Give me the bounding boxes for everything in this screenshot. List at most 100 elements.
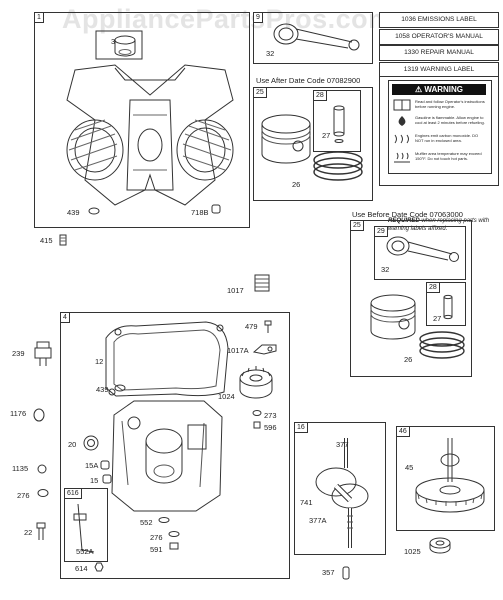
group-tag-25-before: 25: [350, 220, 364, 231]
label-45: 45: [405, 463, 414, 472]
nut-part-614[interactable]: [93, 562, 105, 572]
group-tag-29: 29: [374, 226, 388, 237]
repair-manual-item[interactable]: 1330 REPAIR MANUAL: [379, 45, 499, 61]
part-group-box-25-after: [253, 87, 373, 201]
part-group-box-28-before: [426, 282, 466, 326]
plug-part-439-bottom[interactable]: [114, 384, 126, 392]
part-group-box-616: [64, 488, 108, 562]
warning-row-3: Engines emit carbon monoxide. DO NOT run…: [415, 133, 479, 143]
piston-rings-26-after[interactable]: [310, 150, 366, 186]
label-591: 591: [150, 545, 163, 554]
label-239: 239: [12, 349, 25, 358]
part-group-box-4: [60, 312, 290, 579]
screw-part-479[interactable]: [263, 320, 273, 334]
warning-heading-text: WARNING: [424, 85, 464, 94]
warning-label-item[interactable]: 1319 WARNING LABEL ⚠ WARNING Read and fo…: [379, 62, 499, 232]
washer-part-552[interactable]: [158, 516, 170, 524]
group-tag-4: 4: [60, 312, 70, 323]
part-group-box-46: [396, 426, 495, 531]
plug-part-1135[interactable]: [37, 464, 47, 474]
group-tag-28-before: 28: [426, 282, 440, 293]
label-26-before: 26: [404, 355, 413, 364]
label-718b: 718B: [191, 208, 209, 217]
piston-rings-26-before[interactable]: [416, 330, 468, 364]
label-377a: 377A: [309, 516, 327, 525]
label-479: 479: [245, 322, 258, 331]
piston-pin-27-after[interactable]: [332, 104, 346, 144]
label-3: 3: [111, 37, 116, 46]
required-bold: REQUIRED: [388, 218, 420, 224]
operators-manual-item[interactable]: 1058 OPERATOR'S MANUAL: [379, 29, 499, 45]
group-tag-46: 46: [396, 426, 410, 437]
sensor-part-239[interactable]: [32, 340, 54, 370]
part-group-box-1: [34, 12, 250, 228]
warning-row-4: Muffler area temperature may exceed 150°…: [415, 151, 482, 161]
warning-triangle-icon: ⚠: [414, 85, 423, 94]
label-12: 12: [95, 357, 104, 366]
bushing-part-1025[interactable]: [428, 536, 452, 556]
dowel-part-718b[interactable]: [210, 204, 222, 214]
stud-part-415[interactable]: [58, 234, 68, 246]
crankshaft-drawing[interactable]: [312, 436, 376, 551]
label-276-left: 276: [17, 491, 30, 500]
label-439-bottom: 439: [96, 385, 109, 394]
fitting-part-15[interactable]: [102, 474, 112, 484]
required-text: when replacing parts with warning labels…: [388, 218, 490, 232]
warning-row-1: Read and follow Operator's instructions …: [415, 99, 485, 109]
label-273: 273: [264, 411, 277, 420]
warning-label-sticker: ⚠ WARNING Read and follow Operator's ins…: [388, 80, 492, 174]
piston-pin-27-before[interactable]: [442, 294, 454, 322]
label-415: 415: [40, 236, 53, 245]
group-tag-9: 9: [253, 12, 263, 23]
group-tag-16: 16: [294, 422, 308, 433]
connecting-rod-32-before[interactable]: [384, 232, 462, 268]
fitting-part-15a[interactable]: [100, 460, 110, 470]
key-part-357[interactable]: [342, 566, 350, 580]
label-20: 20: [68, 440, 77, 449]
governor-part-1024[interactable]: [236, 364, 278, 408]
bolt-part-22[interactable]: [36, 522, 46, 542]
label-741: 741: [300, 498, 313, 507]
caption-use-after: Use After Date Code 07082900: [256, 76, 361, 85]
plug-part-439[interactable]: [88, 207, 100, 215]
label-1135: 1135: [12, 464, 29, 473]
piston-drawing-after[interactable]: [258, 112, 314, 168]
piston-drawing-before[interactable]: [366, 292, 420, 344]
label-614: 614: [75, 564, 88, 573]
camshaft-drawing[interactable]: [412, 434, 490, 524]
gasket-part-12[interactable]: [96, 318, 232, 400]
label-27-after: 27: [322, 131, 331, 140]
seal-part-1176[interactable]: [33, 408, 45, 422]
label-15: 15: [90, 476, 99, 485]
label-32-before: 32: [381, 265, 390, 274]
manual-read-icon: [393, 99, 411, 111]
emissions-label-item[interactable]: 1036 EMISSIONS LABEL: [379, 12, 499, 28]
group-tag-616: 616: [64, 488, 82, 499]
sump-crankcase-drawing[interactable]: [104, 395, 228, 513]
warning-heading: ⚠ WARNING: [392, 84, 486, 95]
connecting-rod-32-top[interactable]: [268, 16, 366, 56]
part-group-box-16: [294, 422, 386, 555]
bearing-part-3[interactable]: [95, 30, 145, 66]
cylinder-block-drawing[interactable]: [55, 60, 245, 210]
pin-part-596[interactable]: [252, 421, 262, 429]
washer-part-276-left[interactable]: [37, 488, 49, 498]
label-1017a: 1017A: [227, 346, 249, 355]
washer-part-273[interactable]: [252, 409, 262, 417]
filter-part-1017[interactable]: [253, 273, 273, 295]
label-596: 596: [264, 423, 277, 432]
seal-part-20[interactable]: [82, 434, 100, 452]
governor-shaft-552a[interactable]: [70, 500, 100, 558]
washer-part-276-bottom[interactable]: [168, 530, 180, 538]
bracket-part-1017a[interactable]: [252, 342, 280, 356]
pin-part-591[interactable]: [168, 542, 180, 550]
warning-label-title: 1319 WARNING LABEL: [380, 63, 498, 77]
fire-icon: [398, 116, 406, 126]
fumes-icon: [394, 134, 409, 144]
label-439-top: 439: [67, 208, 80, 217]
required-note: REQUIRED when replacing parts with warni…: [388, 217, 496, 233]
label-22: 22: [24, 528, 33, 537]
label-26-after: 26: [292, 180, 301, 189]
part-group-box-29: [374, 226, 466, 280]
label-357: 357: [322, 568, 335, 577]
